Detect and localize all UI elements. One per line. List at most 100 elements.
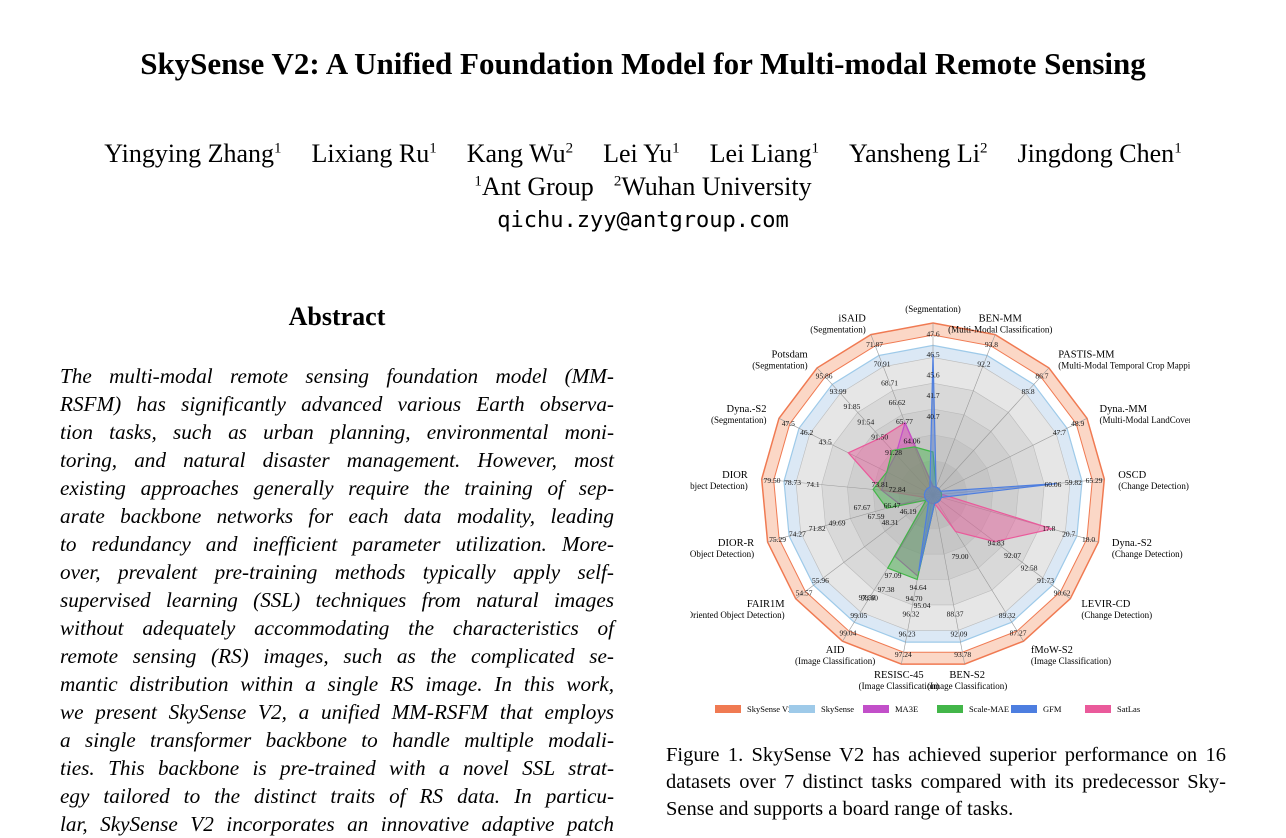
radar-value-label: 46.5 [926,350,939,359]
radar-axis-name: LEVIR-CD [1081,599,1130,610]
radar-value-label: 66.62 [889,398,906,407]
radar-axis-label: RESISC-45(Image Classification) [859,670,939,691]
radar-value-label: 71.82 [809,524,826,533]
radar-value-label: 46.2 [800,428,813,437]
abstract-line: existing approaches generally require th… [60,476,614,500]
radar-value-label: 96.23 [899,630,916,639]
radar-value-label: 41.7 [926,391,939,400]
radar-value-label: 89.32 [999,611,1016,620]
affiliation-number: 2 [613,173,622,190]
radar-axis-label: fMoW-S2(Image Classification) [1031,645,1111,666]
radar-value-label: 99.05 [850,611,867,620]
author-affiliation-mark: 2 [565,140,574,157]
radar-value-label: 64.06 [903,437,920,446]
radar-value-label: 93.8 [985,340,998,349]
radar-axis-name: RESISC-45 [874,670,924,681]
legend-swatch [789,705,815,713]
radar-value-label: 90.62 [1054,588,1071,597]
author-name: Lei Liang1 [709,139,819,168]
radar-value-label: 47.6 [926,329,939,338]
caption-line: Sense and supports a board range of task… [666,798,1014,820]
radar-axis-label: LEVIR-CD(Change Detection) [1081,599,1152,620]
radar-value-label: 94.83 [988,539,1005,548]
radar-axis-task: (Multi-Modal Classification) [948,325,1052,335]
radar-axis-name: OSCD [1118,470,1146,481]
author-name: Yingying Zhang1 [104,139,282,168]
radar-value-label: 79.50 [764,476,781,485]
radar-center-label: 97.58 [859,593,876,602]
radar-center-label: 73.81 [872,480,889,489]
radar-value-label: 60.06 [1044,480,1061,489]
radar-center-label: 72.84 [889,485,906,494]
radar-value-label: 47.7 [1053,428,1066,437]
radar-value-label: 17.8 [1042,524,1055,533]
radar-spoke [932,367,1050,496]
radar-axis-label: Dyna.-S2(Change Detection) [1112,538,1183,559]
radar-value-label: 93.78 [954,650,971,659]
radar-spoke [767,494,934,543]
radar-spoke [932,418,1088,496]
radar-axis-task: (Image Classification) [859,681,939,691]
radar-axis-label: Dyna.-S2(Segmentation) [711,404,767,425]
radar-value-label: 87.27 [1010,629,1027,638]
affiliation: 2Wuhan University [614,172,812,201]
radar-center-label: 94.64 [910,583,927,592]
radar-value-label: 91.85 [843,402,860,411]
legend-swatch [863,705,889,713]
radar-axis-task: (Image Classification) [795,656,875,666]
radar-axis-task: (Change Detection) [1112,549,1183,559]
radar-spoke [932,334,996,496]
radar-value-label: 59.82 [1065,478,1082,487]
radar-spoke [795,494,934,599]
radar-value-label: 91.54 [857,417,874,426]
radar-chart: Dyna.-Pla.(Segmentation)BEN-MM(Multi-Mod… [690,305,1190,714]
caption-line: datasets over 7 distinct tasks compared … [666,771,1226,793]
radar-spoke [761,478,934,496]
radar-value-label: 99.04 [839,629,856,638]
radar-value-label: 65.29 [1086,476,1103,485]
radar-axis-name: fMoW-S2 [1031,645,1073,656]
radar-value-label: 85.8 [1021,387,1034,396]
radar-center-label: 67.67 [854,503,871,512]
author-name: Lixiang Ru1 [311,139,437,168]
radar-spoke [932,494,1099,543]
radar-value-label: 86.7 [1035,372,1048,381]
radar-value-label: 45.6 [926,371,939,380]
radar-axis-label: PASTIS-MM(Multi-Modal Temporal Crop Mapp… [1058,350,1190,371]
radar-spoke [870,334,934,496]
abstract-line: arate backbone networks for each data mo… [60,504,614,528]
abstract-line: The multi-modal remote sensing foundatio… [60,364,614,388]
legend-swatch [1011,705,1037,713]
radar-value-label: 18.0 [1082,535,1095,544]
radar-value-label: 97.24 [895,650,912,659]
abstract-line: mantic distribution within a single RS i… [60,672,614,696]
author-affiliation-mark: 1 [429,140,437,157]
radar-series-gfm [918,353,1057,572]
figure-caption: Figure 1. SkySense V2 has achieved super… [666,742,1226,823]
radar-axis-task: (Change Detection) [1118,481,1189,491]
radar-axis-name: iSAID [838,314,866,325]
abstract-line: ties. This backbone is pre-trained with … [60,756,614,780]
radar-value-label: 70.91 [874,360,891,369]
author-affiliation-mark: 1 [274,140,282,157]
radar-value-label: 91.50 [871,433,888,442]
radar-spoke [816,367,934,496]
author-name: Lei Yu1 [603,139,680,168]
radar-center-label: 66.47 [884,501,901,510]
radar-axis-name: DIOR-R [718,538,754,549]
author-affiliation-mark: 1 [1174,140,1182,157]
radar-value-label: 74.1 [807,480,820,489]
radar-value-label: 93.99 [830,387,847,396]
abstract-line: RSFM) has significantly advanced various… [60,392,614,416]
radar-axis-label: Dyna.-Pla.(Segmentation) [905,305,961,314]
author-affiliation-mark: 1 [672,140,680,157]
abstract-line: lar, SkySense V2 incorporates an innovat… [60,812,614,836]
radar-axis-name: Dyna.-S2 [727,404,767,415]
abstract-line: toring, and natural disaster management.… [60,448,614,472]
radar-value-label: 65.77 [896,417,913,426]
radar-axis-task: (Image Classification) [927,681,1007,691]
author-affiliation-mark: 2 [979,140,988,157]
radar-value-label: 54.57 [796,588,813,597]
abstract-line: remote sensing (RS) images, such as the … [60,644,614,668]
